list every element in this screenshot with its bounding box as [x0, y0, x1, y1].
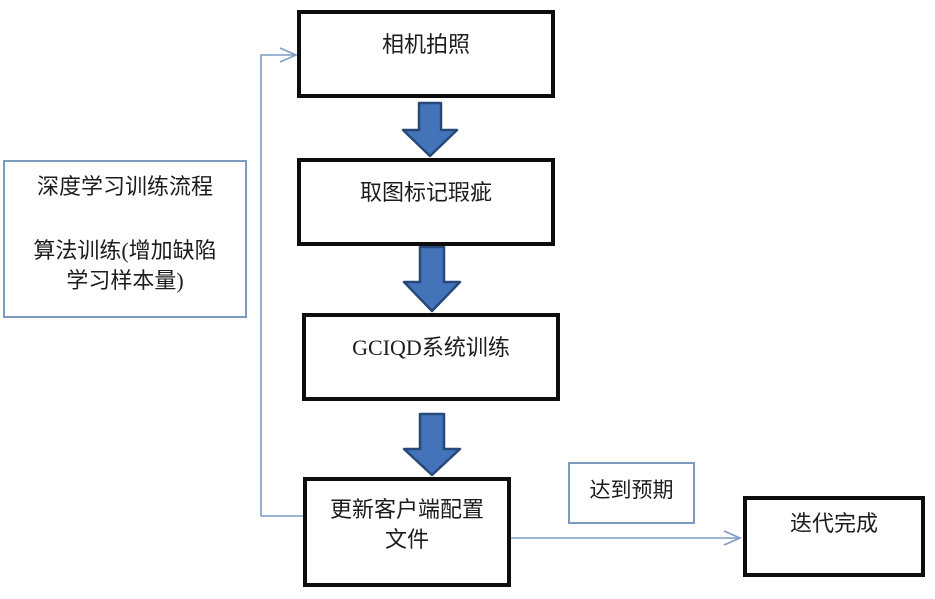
expectation-label: 达到预期: [589, 478, 674, 502]
update-config-step-box: 更新客户端配置 文件: [303, 477, 511, 587]
done-arrowhead-icon: [723, 530, 742, 546]
down-block-arrow-2-icon: [402, 245, 462, 313]
process-line-1: 深度学习训练流程: [36, 174, 213, 199]
mark-defect-step-label: 取图标记瑕疵: [359, 180, 492, 205]
camera-step-label: 相机拍照: [381, 32, 470, 57]
down-block-arrow-1-icon: [401, 101, 459, 158]
iteration-done-box: 迭代完成: [743, 496, 925, 577]
down-block-arrow-3-icon: [402, 412, 462, 477]
process-line-3: 学习样本量): [66, 268, 184, 293]
process-label-box: 深度学习训练流程 算法训练(增加缺陷 学习样本量): [3, 160, 247, 318]
system-train-step-box: GCIQD系统训练: [302, 313, 560, 401]
process-line-2: 算法训练(增加缺陷: [33, 238, 217, 263]
update-config-label-line-2: 文件: [384, 527, 429, 552]
update-config-label-line-1: 更新客户端配置: [329, 497, 484, 522]
expectation-label-box: 达到预期: [568, 462, 695, 524]
iteration-done-label: 迭代完成: [789, 511, 878, 536]
loop-connector-line: [260, 54, 303, 517]
loop-arrowhead-icon: [279, 47, 298, 63]
process-line-gap: [5, 202, 245, 236]
camera-step-box: 相机拍照: [297, 10, 555, 98]
mark-defect-step-box: 取图标记瑕疵: [297, 158, 555, 246]
system-train-step-label: GCIQD系统训练: [352, 335, 510, 360]
